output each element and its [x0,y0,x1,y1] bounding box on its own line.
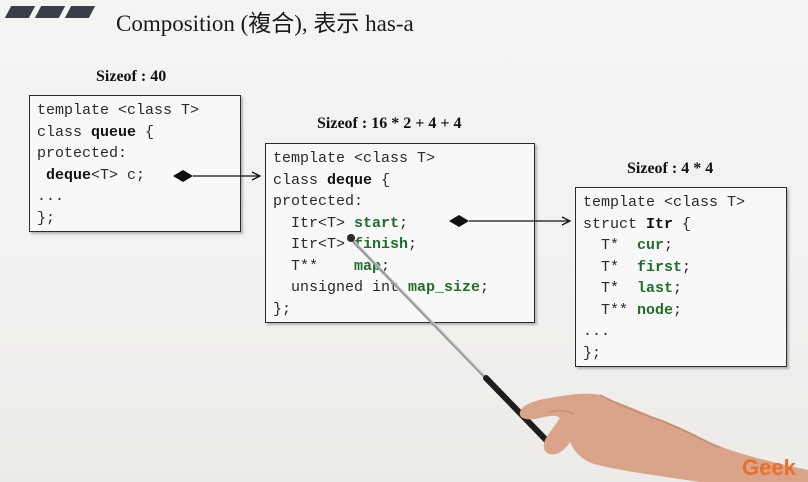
code-member-name: last [637,280,674,297]
itr-code-line: }; [583,343,786,365]
code-text: }; [273,300,292,318]
code-member-name: start [354,214,400,232]
code-type-name: Itr [646,215,674,233]
code-text: class [37,123,92,141]
code-text: template <class T> [273,150,436,167]
deque-arrowhead-icon [561,216,572,226]
queue-code-line: ... [37,186,240,208]
code-text: struct [583,215,647,233]
queue-code-box: template <class T>class queue {protected… [29,95,241,232]
queue-diamond-icon [173,170,193,182]
code-text: T** [273,257,355,275]
deque-to-itr-arrow [449,215,572,227]
code-text: protected: [273,193,364,210]
deque-code-box: template <class T>class deque {protected… [265,143,535,323]
code-member-name: finish [354,236,409,253]
queue-code-line: class queue { [37,122,240,144]
code-member-name: node [637,301,674,319]
code-member-name: cur [637,237,665,254]
code-text: ; [480,279,490,296]
code-text: }; [583,344,602,362]
pointer-stick-icon [347,234,551,445]
itr-code-line: T* cur; [583,235,786,257]
deque-code-line: class deque { [273,170,534,192]
code-type-name: deque [46,166,92,184]
deque-code-line: template <class T> [273,148,534,170]
queue-code-line: template <class T> [37,100,240,122]
code-text: ... [37,188,65,205]
presenter-hand-icon [519,393,808,482]
itr-code-line: ... [583,321,786,343]
code-text: class [273,171,328,189]
code-text: ... [583,323,611,340]
code-text: protected: [37,145,128,162]
queue-code-line: }; [37,208,240,230]
code-text: ; [682,258,692,276]
itr-code-line: T* last; [583,278,786,300]
itr-sizeof-label: Sizeof : 4 * 4 [627,160,714,177]
code-type-name: queue [91,123,137,141]
code-text: ; [408,236,418,253]
itr-code-line: struct Itr { [583,214,786,236]
deque-code-line: Itr<T> finish; [273,234,534,256]
queue-code-line: deque<T> c; [37,165,240,187]
queue-code-line: protected: [37,143,240,165]
itr-code-line: T** node; [583,300,786,322]
queue-arrowhead-icon [251,171,262,181]
deque-sizeof-label: Sizeof : 16 * 2 + 4 + 4 [317,115,462,132]
queue-to-deque-arrow [173,170,262,182]
brand-logo: Geek [742,455,796,480]
code-text: Itr<T> [273,236,355,253]
code-text: { [136,123,155,141]
code-member-name: map_size [408,279,481,296]
code-text: T* [583,280,638,297]
code-text: ; [399,214,409,232]
code-text: }; [37,209,56,227]
code-text: ; [673,301,683,319]
deque-code-line: }; [273,299,534,321]
code-member-name: first [637,258,683,276]
code-text: T* [583,258,638,276]
code-text: template <class T> [583,194,746,211]
itr-code-line: template <class T> [583,192,786,214]
code-text: ; [673,280,683,297]
code-text: T* [583,237,638,254]
deque-code-line: Itr<T> start; [273,213,534,235]
code-text: T** [583,301,638,319]
itr-code-line: T* first; [583,257,786,279]
code-text: ; [664,237,674,254]
itr-code-box: template <class T> struct Itr { T* cur; T… [575,187,787,367]
code-text: { [372,171,391,189]
code-text: { [673,215,692,233]
queue-sizeof-label: Sizeof : 40 [96,68,167,85]
code-text: template <class T> [37,102,200,119]
code-text: <T> c; [91,166,146,184]
code-text: Itr<T> [273,214,355,232]
deque-code-line: protected: [273,191,534,213]
code-type-name: deque [327,171,373,189]
slide-title: Composition (複合), 表示 has-a [116,11,414,36]
deque-diamond-icon [449,215,469,227]
slide-header: Composition (複合), 表示 has-a [0,0,808,36]
code-text: ; [381,257,391,275]
